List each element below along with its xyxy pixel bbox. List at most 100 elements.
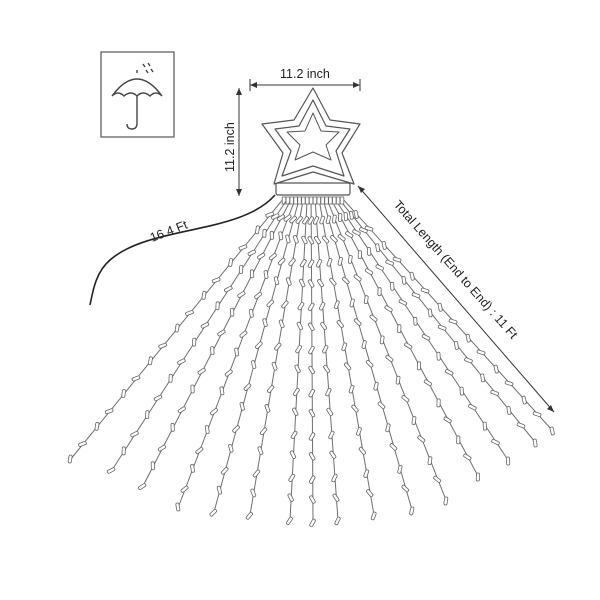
led-bulb xyxy=(267,385,275,393)
led-bulb xyxy=(315,259,323,268)
led-bulb xyxy=(322,344,329,354)
star-height-dimension xyxy=(236,88,242,196)
light-strand xyxy=(245,196,306,520)
strand-connector xyxy=(324,196,329,205)
led-bulb xyxy=(177,406,186,414)
led-bulb xyxy=(343,212,349,221)
led-bulb xyxy=(308,365,315,375)
led-bulb xyxy=(351,404,359,413)
led-bulb xyxy=(265,211,274,218)
led-bulb xyxy=(157,444,167,452)
light-strand xyxy=(316,196,377,521)
led-bulb xyxy=(493,364,499,374)
led-bulb xyxy=(228,258,234,267)
led-bulb xyxy=(217,329,226,337)
led-bulb xyxy=(250,360,257,369)
led-bulb xyxy=(334,516,341,526)
led-bulb xyxy=(239,330,248,338)
light-strand xyxy=(328,196,481,482)
led-bulb xyxy=(390,281,395,291)
led-bulb xyxy=(67,454,73,464)
light-strand xyxy=(209,196,302,517)
led-bulb xyxy=(325,215,331,225)
led-bulb xyxy=(308,475,316,484)
led-bulb xyxy=(329,277,337,286)
light-strand xyxy=(307,196,316,528)
led-bulb xyxy=(307,302,315,312)
led-bulb xyxy=(358,446,366,455)
led-bulb xyxy=(398,299,408,306)
led-bulb xyxy=(326,407,334,416)
led-bulb xyxy=(521,395,527,405)
led-bulb xyxy=(369,314,378,322)
led-bulb xyxy=(353,274,362,282)
strand-connector xyxy=(289,196,294,205)
led-bulb xyxy=(220,467,229,475)
led-bulb xyxy=(336,320,344,328)
strand-wire xyxy=(249,197,304,516)
led-bulb xyxy=(245,511,253,520)
led-bulb xyxy=(401,275,407,285)
led-bulb xyxy=(385,423,391,433)
led-bulb xyxy=(239,401,245,411)
led-bulb xyxy=(285,234,291,244)
led-bulb xyxy=(170,422,175,432)
led-bulb xyxy=(294,364,301,374)
led-bulb xyxy=(234,347,240,357)
light-strand xyxy=(339,196,555,436)
led-bulb xyxy=(274,342,282,351)
strand-connector xyxy=(293,196,298,205)
led-bulb xyxy=(532,411,542,417)
led-bulb xyxy=(356,427,362,436)
strand-connector xyxy=(316,196,321,205)
led-bulb xyxy=(308,345,315,355)
led-bulb xyxy=(516,422,526,429)
led-bulb xyxy=(307,236,315,245)
led-bulb xyxy=(190,384,195,394)
led-bulb xyxy=(363,469,370,478)
led-bulb xyxy=(357,250,362,260)
led-bulb xyxy=(475,472,481,482)
led-bulb xyxy=(468,404,477,411)
led-bulb xyxy=(338,213,343,222)
led-bulb xyxy=(404,342,413,350)
led-bulb xyxy=(463,453,472,461)
led-bulb xyxy=(248,308,254,318)
led-bulb xyxy=(331,214,337,224)
lead-length-label: 16.4 Ft xyxy=(148,218,190,245)
light-strands xyxy=(67,196,555,528)
led-bulb xyxy=(504,380,514,387)
led-bulb xyxy=(286,516,293,525)
led-bulb xyxy=(180,485,189,493)
led-bulb xyxy=(377,401,386,410)
led-bulb xyxy=(384,305,393,313)
led-bulb xyxy=(366,489,374,498)
led-bulb xyxy=(343,362,352,371)
led-bulb xyxy=(130,430,139,438)
led-bulb xyxy=(278,319,285,329)
led-bulb xyxy=(215,301,220,311)
led-bulb xyxy=(219,386,225,396)
led-bulb xyxy=(210,346,215,356)
led-bulb xyxy=(437,324,447,331)
led-bulb xyxy=(106,467,116,474)
led-bulb xyxy=(230,307,235,317)
led-bulb xyxy=(259,427,268,436)
led-bulb xyxy=(307,259,315,268)
led-bulb xyxy=(296,321,304,331)
led-bulb xyxy=(379,335,385,345)
star-width-label: 11.2 inch xyxy=(280,67,330,81)
light-strand xyxy=(332,196,511,466)
led-bulb xyxy=(204,425,210,434)
led-bulb xyxy=(444,369,454,376)
led-bulb xyxy=(465,333,471,343)
light-strand xyxy=(67,196,287,464)
led-bulb xyxy=(308,408,316,418)
led-bulb xyxy=(94,421,100,431)
strand-connector xyxy=(320,196,325,205)
led-bulb xyxy=(436,398,441,408)
led-bulb xyxy=(416,361,422,371)
led-bulb xyxy=(421,334,431,341)
star-topper xyxy=(261,87,361,196)
led-bulb xyxy=(328,430,335,440)
